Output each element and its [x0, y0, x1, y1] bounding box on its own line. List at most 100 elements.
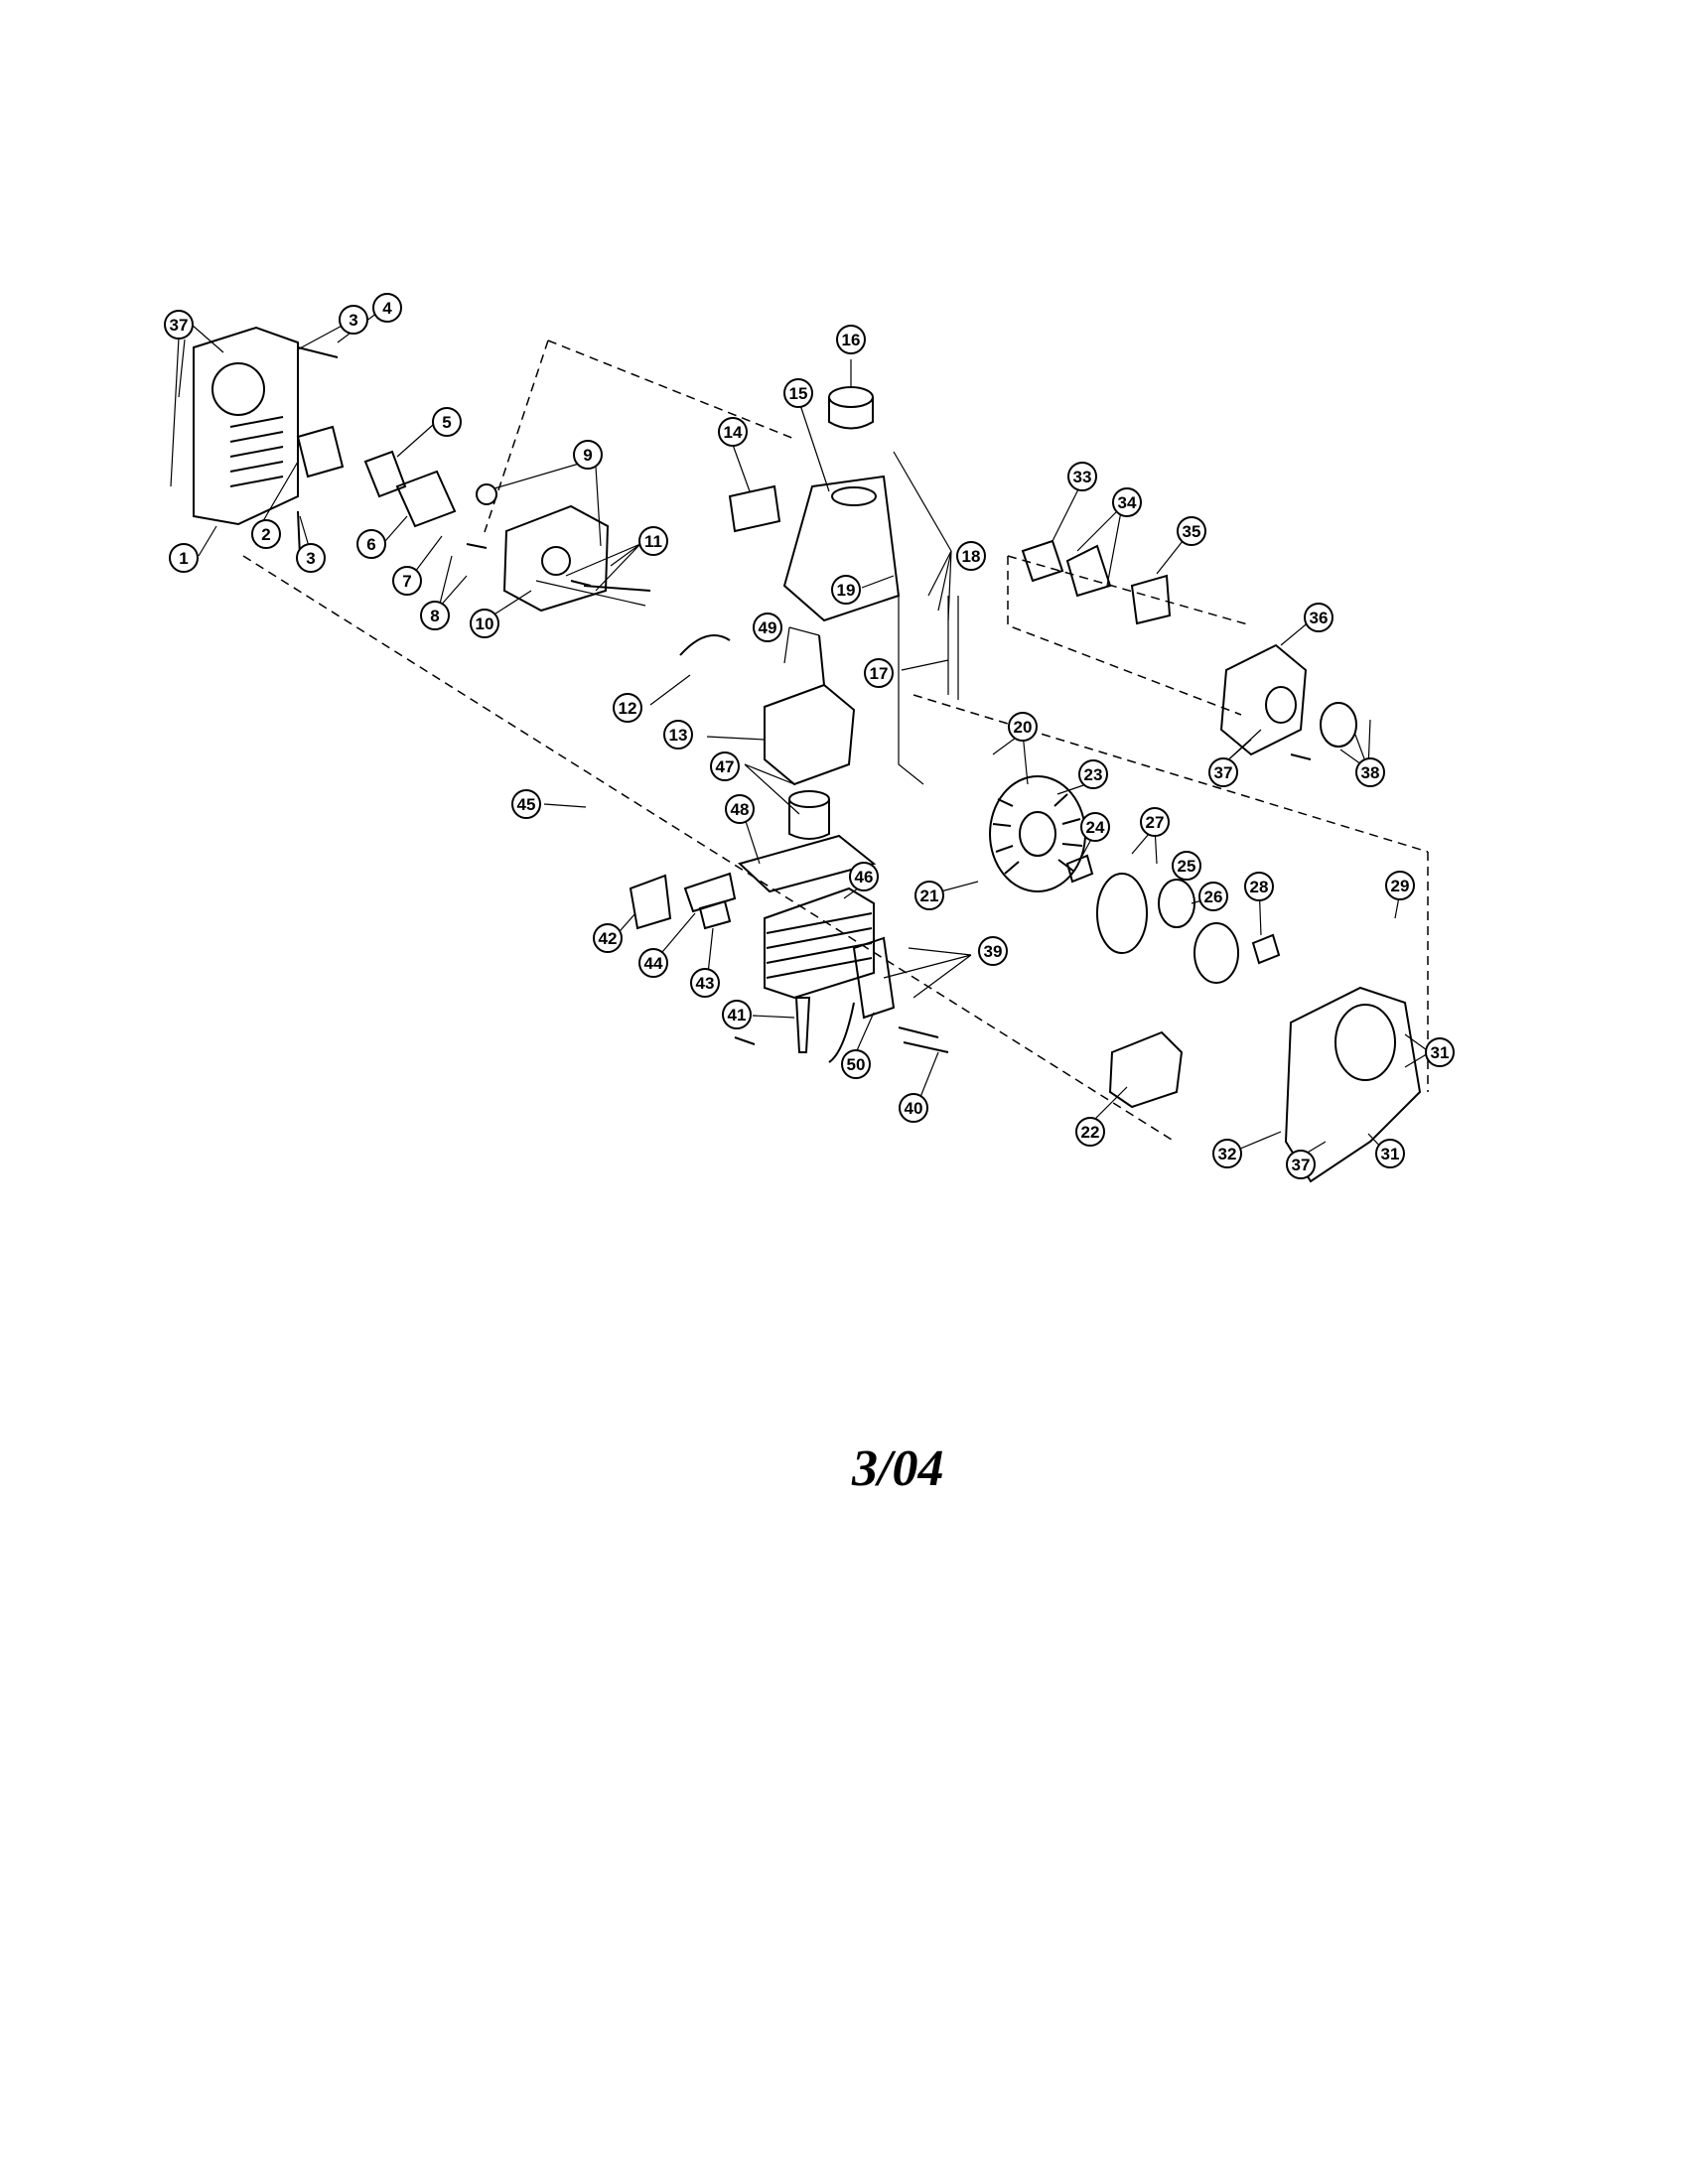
part-number-2: 2	[251, 519, 281, 549]
part-number-text: 6	[366, 535, 375, 554]
part-number-22: 22	[1075, 1117, 1105, 1147]
starter-housing-part	[1284, 986, 1422, 1183]
part-number-31: 31	[1375, 1139, 1405, 1168]
part-number-3: 3	[296, 543, 326, 573]
part-number-35: 35	[1177, 516, 1206, 546]
part-number-circle	[1425, 1037, 1455, 1067]
part-number-14: 14	[718, 417, 748, 447]
part-number-1: 1	[169, 543, 199, 573]
air-filter-part	[296, 425, 345, 478]
part-number-9: 9	[573, 440, 603, 470]
cylinder-head-part	[764, 683, 856, 786]
part-number-circle	[638, 526, 668, 556]
part-number-circle	[613, 693, 642, 723]
part-number-text: 50	[847, 1055, 866, 1074]
carburetor-part	[395, 470, 457, 528]
part-number-16: 16	[836, 325, 866, 354]
part-number-text: 24	[1086, 818, 1105, 837]
cylinder-part	[764, 887, 875, 1000]
part-number-text: 27	[1146, 813, 1165, 832]
part-number-text: 45	[517, 795, 536, 814]
part-number-37: 37	[1286, 1150, 1316, 1179]
part-number-circle	[1112, 487, 1142, 517]
part-number-text: 44	[644, 954, 663, 973]
part-number-circle	[372, 293, 402, 323]
clutch-plate-part	[1096, 873, 1148, 954]
leader-lines	[170, 312, 1431, 1158]
clip-12-part	[679, 634, 731, 656]
part-number-3: 3	[339, 305, 368, 335]
pin-24-part	[1065, 854, 1094, 884]
part-number-text: 38	[1361, 763, 1380, 782]
part-number-text: 3	[306, 549, 315, 568]
carb-rod	[535, 580, 646, 607]
leader-18	[893, 451, 952, 621]
retainer-38-part	[1320, 702, 1357, 748]
part-number-text: 12	[619, 699, 637, 718]
part-number-circle	[1080, 812, 1110, 842]
part-number-31: 31	[1425, 1037, 1455, 1067]
part-number-text: 26	[1204, 887, 1223, 906]
dashed-line-fan-housing	[1007, 556, 1242, 716]
starter-housing-pulley	[1334, 1004, 1396, 1081]
part-number-text: 10	[476, 614, 494, 633]
gasket-48-part	[738, 834, 877, 893]
part-number-circle	[836, 325, 866, 354]
leader-7	[411, 535, 443, 577]
leader-1	[198, 525, 217, 557]
part-number-circle	[1375, 1139, 1405, 1168]
air-filter-cover-slots	[229, 416, 284, 487]
clutch-housing-part	[1219, 643, 1308, 756]
part-number-circle	[1304, 603, 1333, 632]
part-number-17: 17	[864, 658, 894, 688]
part-number-circle	[470, 609, 499, 638]
part-number-circle	[1140, 807, 1170, 837]
part-number-circle	[1244, 872, 1274, 901]
part-number-text: 18	[962, 547, 981, 566]
part-number-text: 37	[170, 316, 189, 335]
part-number-text: 7	[402, 572, 411, 591]
part-number-circle	[1075, 1117, 1105, 1147]
part-number-circle	[1067, 462, 1097, 491]
leader-13	[706, 736, 766, 741]
leader-11	[565, 543, 641, 592]
part-number-text: 21	[920, 887, 939, 905]
part-number-circle	[169, 543, 199, 573]
part-number-19: 19	[831, 575, 861, 605]
part-number-40: 40	[899, 1093, 928, 1123]
part-number-38: 38	[1355, 757, 1385, 787]
part-number-text: 37	[1292, 1156, 1311, 1174]
part-number-circle	[420, 601, 450, 630]
part-number-20: 20	[1008, 712, 1038, 742]
leader-49	[783, 626, 820, 664]
part-number-text: 16	[842, 331, 861, 349]
part-number-text: 49	[759, 618, 777, 637]
part-number-circle	[593, 923, 623, 953]
muffler-44-part	[683, 872, 737, 913]
leader-37-top	[170, 324, 224, 487]
dashed-line-left-top	[484, 340, 549, 533]
part-number-46: 46	[849, 862, 879, 891]
leader-2	[259, 461, 299, 527]
part-number-circle	[1385, 871, 1415, 900]
part-number-5: 5	[432, 407, 462, 437]
part-number-text: 11	[644, 532, 662, 551]
part-number-circle	[356, 529, 386, 559]
part-number-15: 15	[783, 378, 813, 408]
screws-40-part	[898, 1026, 949, 1053]
part-number-18: 18	[956, 541, 986, 571]
part-number-circle	[722, 1000, 752, 1029]
bracket-22-part	[1108, 1030, 1184, 1109]
part-number-circle	[849, 862, 879, 891]
ignition-coil-part	[852, 936, 896, 1020]
part-number-text: 28	[1250, 878, 1269, 896]
part-number-circle	[956, 541, 986, 571]
part-number-text: 31	[1431, 1043, 1450, 1062]
part-number-26: 26	[1198, 882, 1228, 911]
part-number-41: 41	[722, 1000, 752, 1029]
leader-34	[1076, 505, 1123, 587]
clutch-housing-shaft	[1265, 686, 1297, 724]
part-number-circle	[1172, 851, 1201, 881]
fitting-28-part	[1251, 933, 1281, 965]
